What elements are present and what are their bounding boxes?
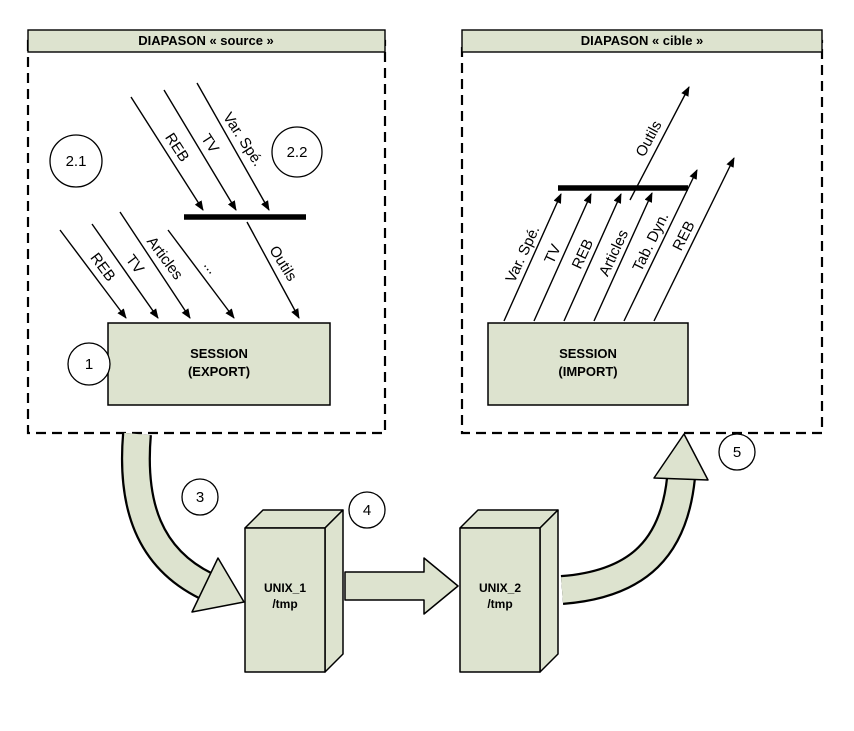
- source-lower-arrow-label: ...: [200, 257, 221, 277]
- step-badge-2-2: [271, 126, 323, 178]
- unix2-server: UNIX_2 /tmp: [459, 509, 559, 673]
- step-badge-4: [348, 491, 386, 529]
- step-badge-2-1: [49, 134, 103, 188]
- unix2-side-face: [539, 509, 559, 673]
- target-arrow-tv: [533, 193, 592, 322]
- unix2-name: UNIX_2: [479, 581, 521, 595]
- session-export-subtitle: (EXPORT): [188, 364, 250, 379]
- target-arrow-label: Articles: [596, 227, 632, 279]
- source-panel-header: [27, 29, 386, 53]
- target-panel-header: [461, 29, 823, 53]
- target-arrow-label: REB: [669, 218, 698, 253]
- unix2-front-face: [459, 527, 541, 673]
- import-flow-arrowhead: [653, 433, 709, 481]
- source-upper-arrow-varspe: [196, 82, 270, 211]
- target-arrow-label: REB: [569, 237, 597, 272]
- session-export-title: SESSION: [190, 346, 248, 361]
- transfer-section: UNIX_1 /tmp UNIX_2 /tmp 3 4 5: [120, 432, 756, 673]
- step-badge-4-label: 4: [363, 502, 371, 519]
- source-upper-arrow-label: REB: [161, 130, 192, 165]
- target-arrow-tabdyn: [623, 169, 698, 322]
- unix1-server: UNIX_1 /tmp: [244, 509, 344, 673]
- source-panel: DIAPASON « source » REB TV Var. Spé. REB…: [26, 29, 387, 435]
- source-lower-arrow-articles: [119, 211, 191, 319]
- target-panel: DIAPASON « cible » Var. Spé. TV REB Arti…: [460, 29, 824, 435]
- session-import-title: SESSION: [559, 346, 617, 361]
- target-arrow-reb2: [653, 157, 735, 322]
- export-flow-arrow: [123, 432, 212, 598]
- session-export-box: [107, 322, 331, 406]
- unix1-side-face: [324, 509, 344, 673]
- step-badge-5-label: 5: [733, 444, 741, 461]
- step-badge-2-1-label: 2.1: [66, 153, 87, 170]
- source-upper-arrow-tv: [163, 89, 237, 211]
- import-flow-arrow: [560, 476, 694, 603]
- target-arrow-varspe: [503, 193, 562, 322]
- unix2-path: /tmp: [487, 597, 512, 611]
- target-arrow-outils: [629, 86, 690, 201]
- transfer-flow-arrow: [344, 557, 459, 615]
- target-panel-title: DIAPASON « cible »: [581, 33, 704, 48]
- session-import-box: [487, 322, 689, 406]
- unix1-front-face: [244, 527, 326, 673]
- unix1-path: /tmp: [272, 597, 297, 611]
- unix1-name: UNIX_1: [264, 581, 306, 595]
- source-panel-title: DIAPASON « source »: [138, 33, 274, 48]
- step-badge-2-2-label: 2.2: [287, 144, 308, 161]
- source-lower-arrow-outils: [246, 221, 300, 319]
- target-arrow-reb: [563, 193, 622, 322]
- source-lower-arrow-dots: [167, 229, 235, 319]
- source-lower-arrow-label: Outils: [265, 243, 300, 285]
- source-upper-arrow-reb: [130, 96, 204, 211]
- target-outils-label: Outils: [633, 118, 666, 160]
- step-badge-1: [67, 342, 111, 386]
- session-import-subtitle: (IMPORT): [558, 364, 617, 379]
- source-upper-arrow-label: Var. Spé.: [219, 110, 266, 170]
- step-badge-3: [181, 478, 219, 516]
- target-arrow-articles: [593, 192, 653, 322]
- step-badge-3-label: 3: [196, 489, 204, 506]
- source-lower-arrow-label: Articles: [143, 234, 186, 284]
- target-arrow-label: Var. Spé.: [502, 223, 543, 285]
- target-arrow-label: TV: [541, 242, 565, 267]
- step-badge-1-label: 1: [85, 356, 93, 373]
- step-badge-5: [718, 433, 756, 471]
- source-lower-arrow-reb: [59, 229, 127, 319]
- source-lower-arrow-tv: [91, 223, 159, 319]
- export-flow-arrowhead: [191, 557, 245, 613]
